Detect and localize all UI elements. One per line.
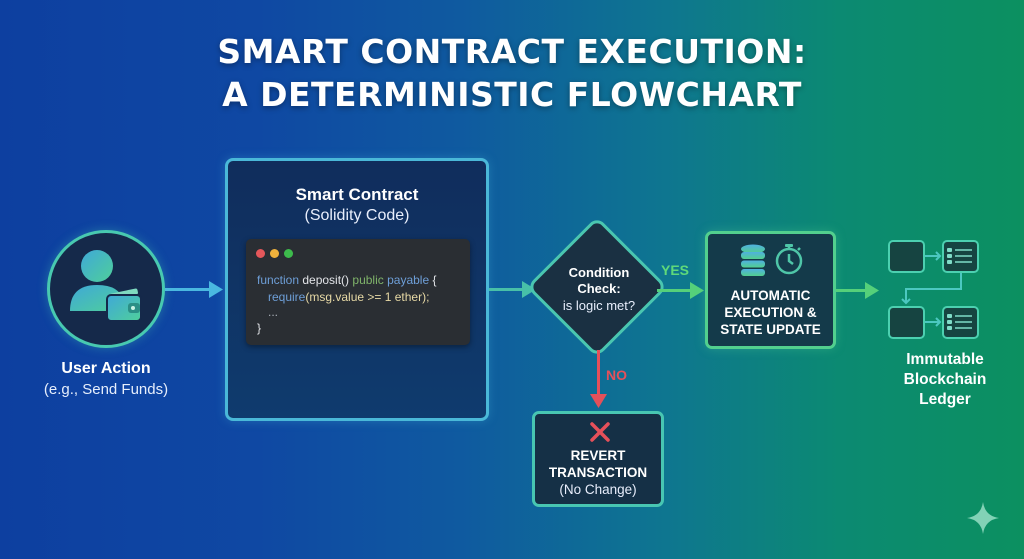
condition-line-3: is logic met? <box>562 298 636 313</box>
database-icon <box>741 244 765 276</box>
revert-line-1: REVERT <box>570 448 626 463</box>
no-label: NO <box>606 367 627 383</box>
revert-box: REVERT TRANSACTION (No Change) <box>532 411 664 507</box>
arrow-execution-to-ledger <box>836 289 868 292</box>
arrow-head-icon <box>865 282 879 299</box>
x-icon <box>590 422 610 442</box>
window-dot-red <box>256 249 265 258</box>
code-require: require <box>268 290 306 304</box>
ledger-block-2 <box>888 306 925 339</box>
arrow-head-icon <box>209 281 223 298</box>
execution-line-2: EXECUTION & <box>724 305 817 320</box>
execution-label: AUTOMATIC EXECUTION & STATE UPDATE <box>708 287 833 338</box>
ledger-line-3: Ledger <box>919 391 971 408</box>
user-action-node <box>47 230 165 348</box>
execution-line-3: STATE UPDATE <box>720 322 821 337</box>
code-keyword: function <box>257 273 300 287</box>
ledger-line-1: Immutable <box>906 351 984 368</box>
code-function-name: deposit() <box>299 273 353 287</box>
window-dot-green <box>284 249 293 258</box>
condition-line-1: Condition <box>568 265 630 280</box>
revert-label: REVERT TRANSACTION (No Change) <box>535 447 661 498</box>
code-args: (msg.value >= 1 ether); <box>305 290 430 304</box>
sparkle-icon <box>967 502 999 534</box>
code-line-3: ... <box>268 305 279 319</box>
user-wallet-icon <box>70 250 142 322</box>
code-line-1: function deposit() public payable { <box>257 273 436 287</box>
smart-contract-subtitle: (Solidity Code) <box>304 207 410 224</box>
arrow-head-icon <box>522 281 536 298</box>
ledger-connectors <box>901 248 972 330</box>
execution-box: AUTOMATIC EXECUTION & STATE UPDATE <box>705 231 836 349</box>
user-action-subtitle: (e.g., Send Funds) <box>43 381 169 398</box>
execution-line-1: AUTOMATIC <box>730 288 811 303</box>
arrow-head-icon <box>690 282 704 299</box>
code-brace: { <box>429 273 437 287</box>
arrow-head-icon <box>590 394 607 408</box>
stopwatch-icon <box>775 244 803 275</box>
condition-line-2: Check: <box>577 281 621 296</box>
arrow-contract-to-condition <box>489 288 525 291</box>
user-action-title: User Action <box>61 360 151 377</box>
revert-line-2: TRANSACTION <box>548 465 648 480</box>
revert-line-3: (No Change) <box>559 482 637 497</box>
smart-contract-title: Smart Contract <box>295 185 419 204</box>
arrow-yes <box>657 289 693 292</box>
ledger-block-1 <box>888 240 925 273</box>
ledger-line-2: Blockchain <box>903 371 987 388</box>
arrow-user-to-contract <box>165 288 213 291</box>
code-payable: payable <box>387 273 430 287</box>
code-line-4: } <box>257 321 262 335</box>
code-modifier: public <box>352 273 384 287</box>
smart-contract-box: Smart Contract (Solidity Code) function … <box>225 158 489 421</box>
yes-label: YES <box>661 262 690 278</box>
title-line-2: A DETERMINISTIC FLOWCHART <box>222 75 802 114</box>
code-window: function deposit() public payable { requ… <box>246 239 470 345</box>
code-line-2: require(msg.value >= 1 ether); <box>268 290 429 304</box>
window-dot-yellow <box>270 249 279 258</box>
title-line-1: SMART CONTRACT EXECUTION: <box>217 32 807 71</box>
arrow-no <box>597 350 600 396</box>
ledger-label: Immutable Blockchain Ledger <box>870 350 1020 410</box>
